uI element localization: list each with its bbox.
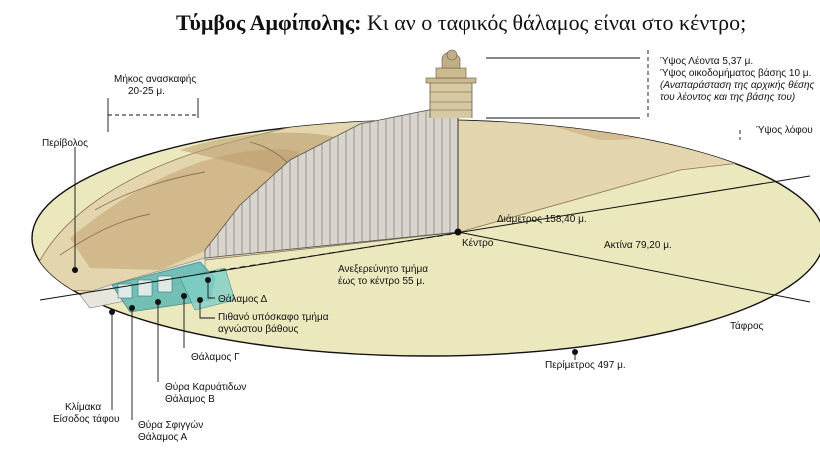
label-lion-height: Ύψος Λέοντα 5,37 μ. bbox=[660, 55, 753, 67]
label-enclosure: Περίβολος bbox=[42, 137, 88, 149]
center-point bbox=[455, 229, 462, 236]
label-base-height: Ύψος οικοδομήματος βάσης 10 μ. bbox=[660, 67, 811, 79]
label-tomb-entrance: Είσοδος τάφου bbox=[53, 413, 119, 425]
label-possible-2: αγνώστου βάθους bbox=[218, 323, 299, 335]
label-moat: Τάφρος bbox=[730, 320, 764, 332]
label-chamber-g: Θάλαμος Γ bbox=[191, 351, 240, 363]
page-title: Τύμβος Αμφίπολης: Κι αν ο ταφικός θάλαμο… bbox=[176, 10, 746, 35]
label-chamber-b: Θάλαμος Β bbox=[165, 393, 215, 405]
label-sphinx-door: Θύρα Σφιγγών bbox=[138, 419, 203, 431]
label-staircase: Κλίμακα bbox=[65, 401, 101, 413]
label-chamber-a: Θάλαμος Α bbox=[138, 431, 188, 443]
label-unexplored-2: έως το κέντρο 55 μ. bbox=[338, 275, 425, 287]
label-center: Κέντρο bbox=[462, 237, 494, 249]
label-chamber-d: Θάλαμος Δ bbox=[218, 293, 268, 305]
lion-monument bbox=[426, 50, 476, 118]
label-perimeter: Περίμετρος 497 μ. bbox=[545, 359, 626, 371]
label-caryatids-door: Θύρα Καρυάτιδων bbox=[165, 381, 246, 393]
label-diameter: Διάμετρος 158,40 μ. bbox=[497, 213, 587, 225]
label-reconstruction-2: του λέοντος και της βάσης του) bbox=[660, 91, 795, 103]
label-excavation-length-value: 20-25 μ. bbox=[128, 86, 165, 97]
label-radius: Ακτίνα 79,20 μ. bbox=[604, 239, 672, 251]
label-excavation-length: Μήκος ανασκαφής bbox=[114, 73, 196, 85]
title-bold: Τύμβος Αμφίπολης: bbox=[176, 10, 361, 35]
label-possible-1: Πιθανό υπόσκαφο τμήμα bbox=[218, 311, 329, 323]
label-hill-height: Ύψος λόφου bbox=[756, 124, 813, 136]
label-unexplored-1: Ανεξερεύνητο τμήμα bbox=[338, 263, 428, 275]
label-reconstruction-1: (Αναπαράσταση της αρχικής θέσης bbox=[660, 79, 815, 91]
title-rest: Κι αν ο ταφικός θάλαμος είναι στο κέντρο… bbox=[361, 10, 746, 35]
